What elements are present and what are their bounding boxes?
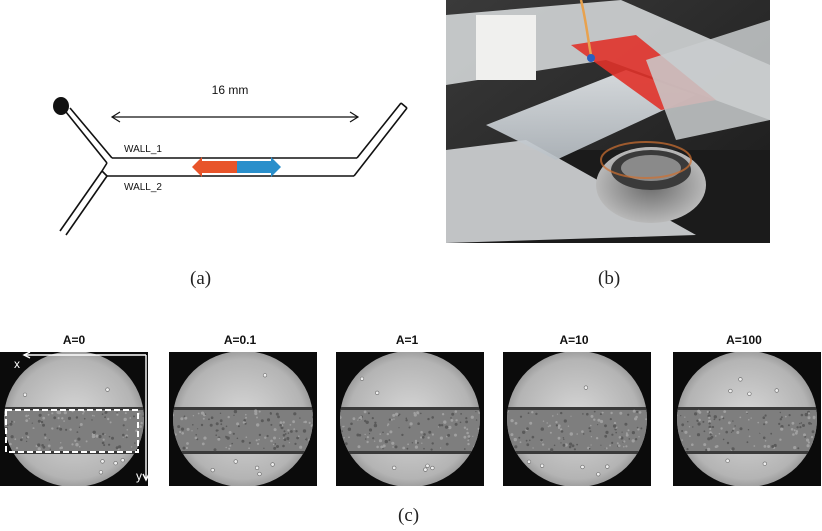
channel-wall <box>353 107 408 177</box>
frame-title: A=100 <box>726 333 762 347</box>
axis-overlay: x y <box>0 351 152 486</box>
panel-b-photo <box>446 0 770 243</box>
setup-photo <box>446 0 770 243</box>
x-axis-label: x <box>14 357 20 371</box>
micrograph-frame <box>503 352 651 486</box>
arrow-left-icon <box>192 157 237 177</box>
dimension-label: 16 mm <box>212 83 249 97</box>
y-axis-arrow-icon <box>142 473 150 482</box>
panel-a-diagram: 16 mm WALL_1 WALL_2 <box>40 70 420 250</box>
clamp-block <box>476 15 536 80</box>
frame-title: A=10 <box>559 333 589 347</box>
panel-c-caption: (c) <box>398 505 420 526</box>
micrograph-frame <box>336 352 484 486</box>
x-axis-arrow-icon <box>22 351 31 359</box>
wall-1-label: WALL_1 <box>124 144 162 155</box>
micrograph-frame <box>169 352 317 486</box>
arrow-right-icon <box>237 157 281 177</box>
channel-diagram: 16 mm WALL_1 WALL_2 <box>53 83 408 236</box>
wall-2-label: WALL_2 <box>124 182 162 193</box>
channel-band <box>173 408 313 452</box>
frame-title: A=0 <box>62 333 86 347</box>
frame-title: A=1 <box>395 333 419 347</box>
channel-band <box>677 408 817 452</box>
channel-wall <box>59 170 103 232</box>
inlet-port <box>53 97 69 115</box>
micrograph-frame <box>673 352 821 486</box>
dimension-arrow-left-icon <box>110 111 121 123</box>
channel-wall <box>65 175 108 236</box>
channel-band <box>340 408 480 452</box>
panel-a-caption: (a) <box>190 268 212 289</box>
frame-title: A=0.1 <box>223 333 257 347</box>
panel-b-caption: (b) <box>598 268 621 289</box>
y-axis-label: y <box>136 469 142 483</box>
channel-wall <box>69 107 113 159</box>
dimension-arrow-right-icon <box>349 111 360 123</box>
channel-wall <box>65 111 108 164</box>
roi-box <box>5 409 139 453</box>
channel-wall <box>356 102 402 159</box>
